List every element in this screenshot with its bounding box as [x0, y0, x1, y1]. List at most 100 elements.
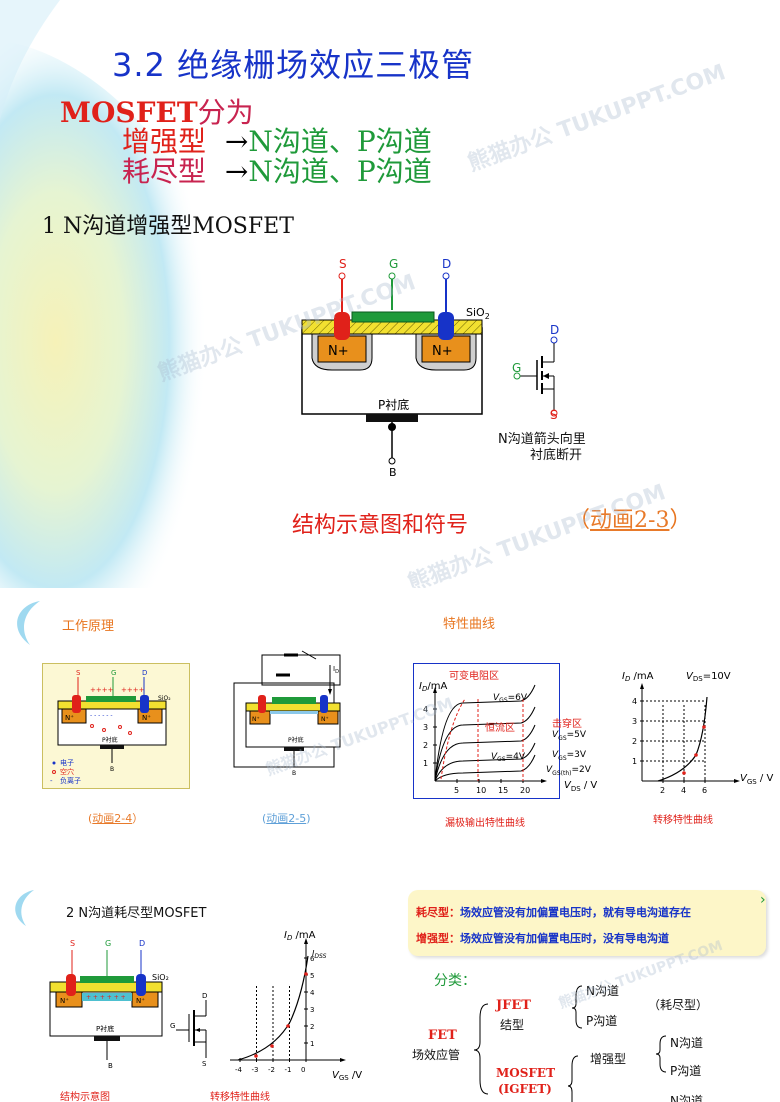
tr-ytick-label: 1	[632, 757, 637, 766]
terminal-d-node	[442, 272, 450, 280]
symbol-g-label: G	[512, 361, 521, 375]
dep-point	[254, 1054, 258, 1058]
animation-2-4-link[interactable]: 动画2-4	[92, 812, 133, 825]
symbol-note-1: N沟道箭头向里	[498, 432, 586, 447]
svg-text:N⁺: N⁺	[142, 714, 151, 722]
terminal-s-node	[338, 272, 346, 280]
mosfet-n-channel: N沟道	[670, 1036, 703, 1050]
svg-text:N⁺: N⁺	[321, 716, 329, 723]
crescent-decoration	[17, 601, 40, 645]
jfet-depletion-note: （耗尽型）	[648, 998, 709, 1012]
curves-title: 特性曲线	[443, 617, 496, 632]
svg-text:G: G	[170, 1022, 175, 1030]
svg-text:+ + + + + +: + + + + + +	[86, 994, 126, 1001]
enhance-word: 增强型	[122, 125, 207, 158]
animation-2-5: (动画2-5)	[262, 810, 311, 826]
animation-2-3-link[interactable]: 动画2-3	[590, 508, 670, 533]
terminal-g-label: G	[389, 257, 398, 271]
svg-text:B: B	[110, 766, 114, 773]
dep-xtick-label: -1	[285, 1066, 292, 1074]
svg-text:B: B	[108, 1062, 113, 1070]
terminal-d-label: D	[442, 257, 451, 271]
arrow-1: →	[224, 125, 249, 158]
tr-ytick-label: 4	[632, 697, 637, 706]
svg-text:B: B	[292, 770, 296, 777]
output-characteristic-panel	[413, 663, 560, 799]
classify-label: 分类：	[434, 973, 476, 989]
mosfet-label: MOSFET	[496, 1066, 555, 1080]
drain-contact	[438, 312, 454, 340]
nplus-source: N+	[328, 344, 349, 359]
out-xtick-label: 20	[520, 786, 530, 795]
breakdown-region-label: 击穿区	[552, 719, 582, 730]
svg-text:P衬底: P衬底	[96, 1024, 114, 1033]
svg-text:P衬底: P衬底	[288, 736, 304, 744]
enhance-row: 增强型 →N沟道、P沟道	[122, 126, 432, 158]
mosfet-p-channel: P沟道	[670, 1064, 702, 1078]
depletion-transfer-caption: 转移特性曲线	[210, 1092, 270, 1102]
transfer-curve	[657, 696, 708, 782]
out-xtick-label: 15	[498, 786, 508, 795]
vgs5-label: VGS=5V	[552, 730, 587, 742]
sio2-label: SiO2	[466, 306, 490, 321]
output-curve-caption: 漏极输出特性曲线	[445, 818, 525, 829]
dep-xtick-label: -3	[252, 1066, 259, 1074]
svg-text:N⁺: N⁺	[65, 714, 74, 722]
legend-hole: 空穴	[60, 767, 74, 776]
dep-xtick-label: 0	[301, 1066, 305, 1074]
curly-deco: ›	[760, 892, 766, 908]
dep-ytick-label: 5	[310, 972, 314, 980]
channels-1: N沟道、P沟道	[248, 125, 432, 158]
source-contact	[334, 312, 350, 340]
vgs3-label: VGS=3V	[552, 750, 587, 762]
region-constant-current: 恒流区	[485, 721, 515, 734]
igfet-label: (IGFET)	[498, 1082, 552, 1096]
mosfet-n-channel-2: N沟道	[670, 1094, 703, 1102]
mosfet-word: MOSFET	[60, 96, 198, 129]
arrow-2: →	[224, 155, 249, 188]
symbol-s-label: S	[550, 408, 558, 422]
gate-metal	[351, 311, 435, 323]
dep-xtick-label: -4	[235, 1066, 243, 1074]
structure-caption: 结构示意图和符号	[292, 513, 469, 538]
slide-1-title: 3.2 绝缘栅场效应三极管	[112, 46, 475, 84]
svg-text:S: S	[70, 939, 75, 948]
tr-xtick-label: 6	[702, 786, 707, 795]
animation-2-5-link[interactable]: 动画2-5	[266, 812, 307, 825]
depletion-x-label: VGS /V	[332, 1070, 362, 1082]
enhance-label: 增强型：	[416, 932, 460, 945]
transfer-x-label: VGS / V	[740, 773, 774, 786]
out-ytick-label: 2	[423, 741, 428, 750]
animation-2-3: （动画2-3）	[568, 502, 691, 534]
transfer-curve-caption: 转移特性曲线	[653, 815, 713, 826]
out-xtick-label: 5	[454, 786, 459, 795]
biasing-circuit-diagram: ID N⁺ N⁺ P衬底 B	[233, 650, 341, 777]
dep-point	[304, 972, 308, 976]
fet-label: FET	[428, 1028, 457, 1043]
depletion-curve	[237, 955, 309, 1061]
terminal-s-label: S	[339, 257, 347, 271]
region-variable-resistance: 可变电阻区	[449, 669, 499, 682]
slide-2: 工作原理 特性曲线 S G D ++++ ++++ SiO₂ N⁺ N⁺ - -…	[0, 593, 780, 875]
vgs6-label: VGS=6V	[493, 693, 528, 704]
vgsth-label: VGS(th)=2V	[546, 765, 591, 777]
symbol-d-label: D	[550, 323, 559, 337]
svg-text:S: S	[76, 669, 81, 677]
out-ytick-label: 4	[423, 705, 428, 714]
mosfet-enhance: 增强型	[590, 1052, 627, 1066]
definition-deplete: 耗尽型：场效应管没有加偏置电压时，就有导电沟道存在	[416, 904, 691, 920]
jfet-cn-label: 结型	[500, 1018, 525, 1032]
out-ytick-label: 1	[423, 759, 428, 768]
dep-ytick-label: 4	[310, 989, 315, 997]
svg-text:P衬底: P衬底	[102, 736, 118, 744]
p-substrate-label: P衬底	[378, 397, 409, 412]
tr-curve-line	[657, 696, 708, 782]
tr-ytick-label: 2	[632, 737, 637, 746]
svg-text:D: D	[139, 939, 145, 948]
out-curve	[434, 724, 536, 782]
